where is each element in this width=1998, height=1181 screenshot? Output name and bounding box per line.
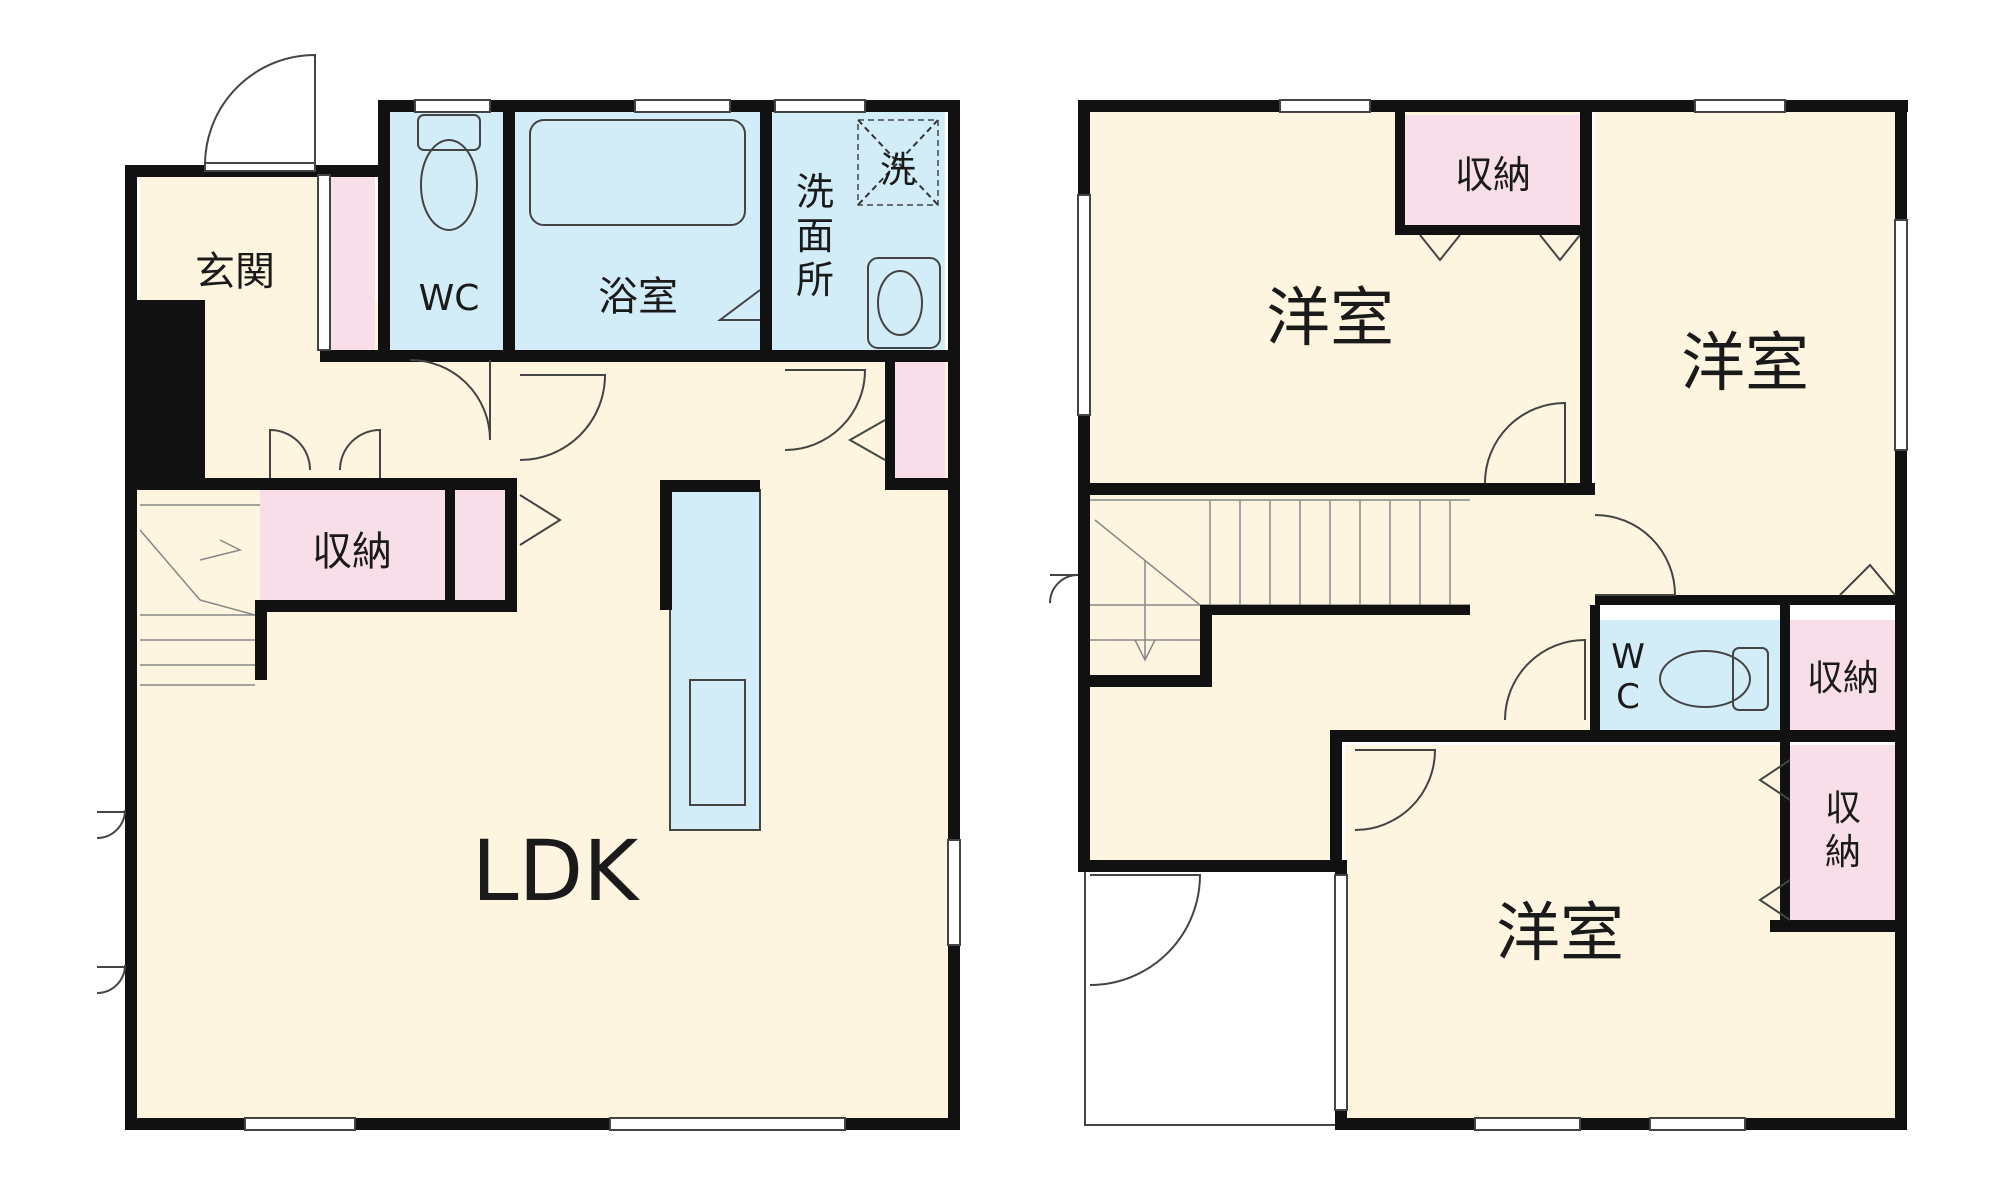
storage-low-label-char-0: 収: [1825, 788, 1861, 829]
wc-label-2f-char-0: W: [1611, 637, 1645, 677]
kitchen-counter: [669, 489, 761, 831]
entrance-room: [140, 170, 330, 300]
doors-2f: [1049, 234, 1896, 986]
washer-label: 洗: [880, 150, 916, 191]
wc-label-1f: WC: [419, 278, 480, 319]
storage-mid-2f: [1790, 620, 1895, 732]
bath-label: 浴室: [598, 274, 678, 320]
wash-basin: [867, 257, 941, 349]
storage-low-label: 収納: [1825, 788, 1861, 873]
washroom-label-char-1: 面: [796, 214, 834, 258]
bathtub: [529, 119, 746, 226]
wc-label-2f: WC: [1611, 637, 1645, 717]
floor-2: 洋室 洋室 洋室 収納 収納 収納 WC: [1049, 99, 1908, 1131]
storage-low-2f: [1790, 745, 1895, 925]
stairs-1f: [139, 504, 260, 686]
kitchen-sink: [689, 679, 746, 806]
toilet-bowl: [420, 139, 478, 231]
storage-label-1f: 収納: [312, 529, 392, 575]
bedroom-b: [1595, 110, 1895, 595]
washer-box: [857, 119, 939, 206]
doors-1f: [96, 53, 886, 994]
toilet-tank: [417, 114, 481, 151]
wc-label-2f-char-1: C: [1616, 677, 1640, 717]
washroom-label-char-0: 洗: [796, 170, 834, 214]
storage-low-label-char-1: 納: [1825, 832, 1861, 873]
washroom-label: 洗面所: [796, 170, 834, 302]
bedroom-c-label: 洋室: [1496, 897, 1624, 971]
storage-top-2f: [1405, 115, 1580, 230]
toilet-bowl-2f: [1659, 650, 1751, 708]
storage-1f-room: [260, 490, 445, 605]
ldk-label: LDK: [472, 822, 640, 920]
floor-1: 玄関 WC 浴室 洗面所 洗 収納 LDK: [96, 53, 961, 1131]
toilet-tank-2f: [1732, 647, 1769, 711]
bedroom-b-label: 洋室: [1681, 327, 1809, 401]
bedroom-a-label: 洋室: [1266, 282, 1394, 356]
balcony: [1084, 869, 1341, 1126]
shoe-storage: [330, 175, 375, 350]
storage-top-label: 収納: [1455, 153, 1531, 197]
entrance-label: 玄関: [195, 249, 275, 295]
storage-mid-label: 収納: [1807, 658, 1879, 699]
washroom-label-char-2: 所: [796, 258, 834, 302]
hall-2f-lower: [1090, 685, 1340, 860]
